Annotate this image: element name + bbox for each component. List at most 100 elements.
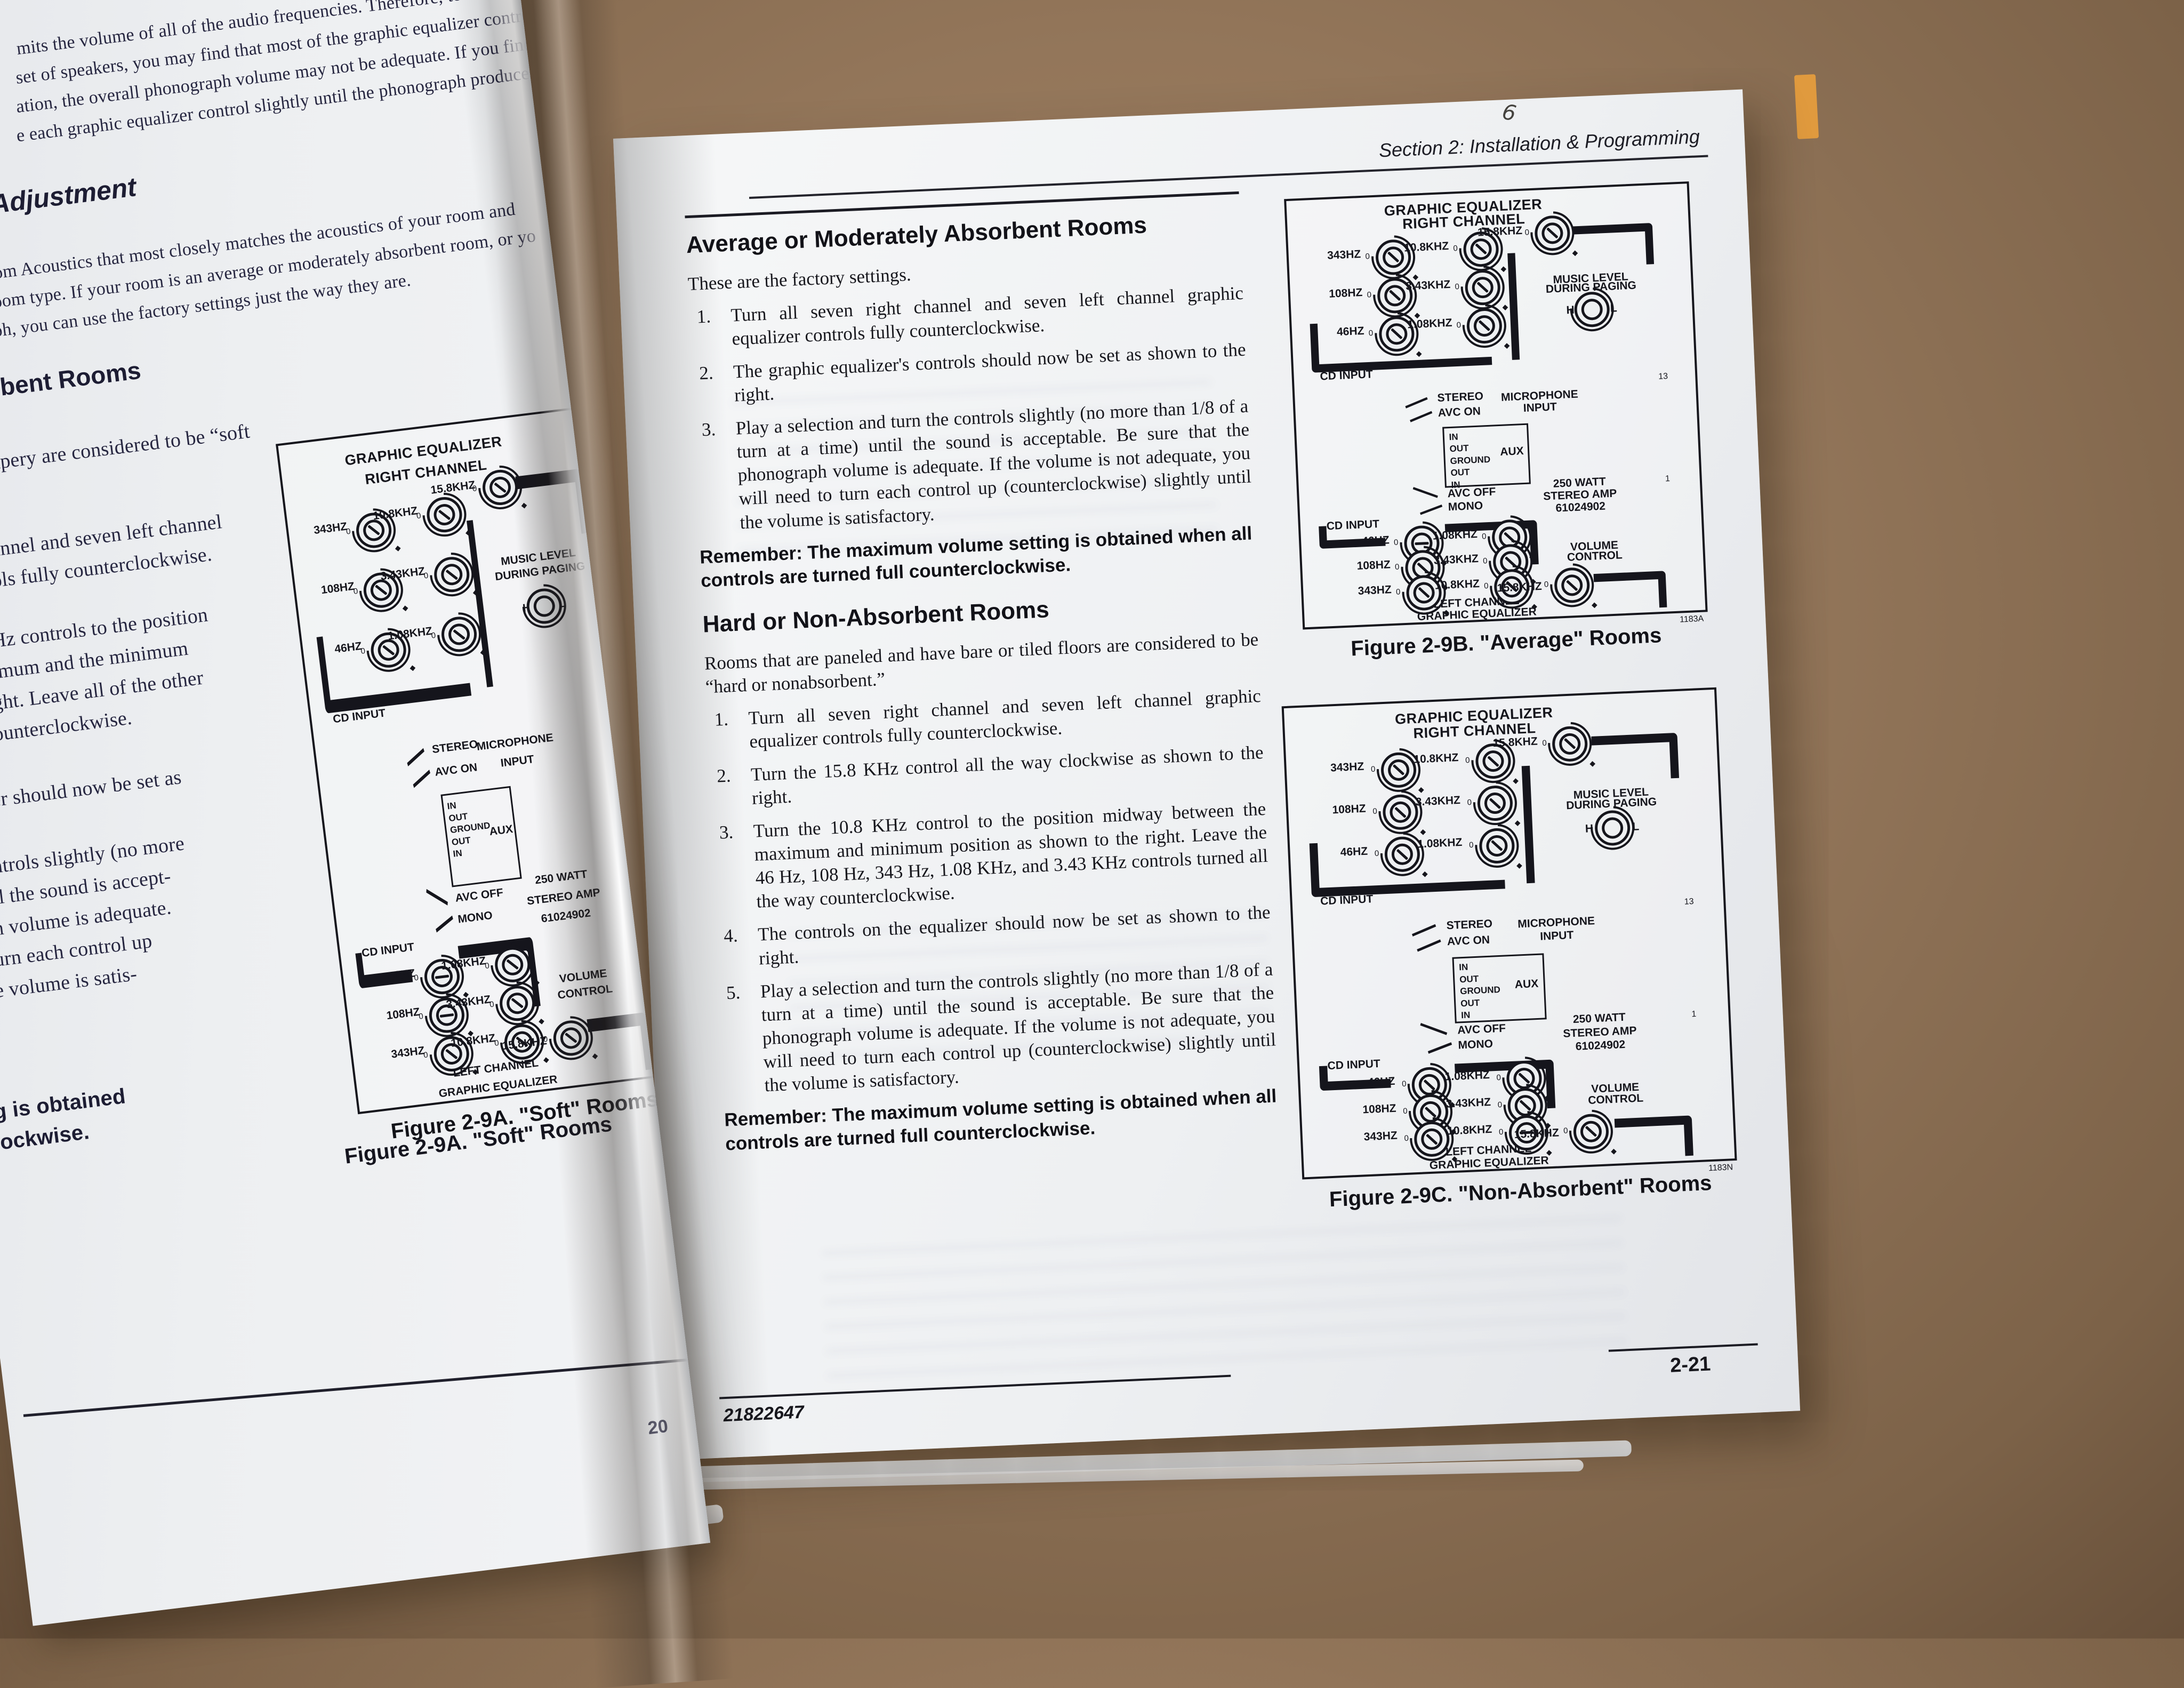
knob-slot-icon [1426,1133,1438,1145]
knob-max-mark: ◆ [1500,265,1507,274]
knob-screw-icon [559,1026,583,1050]
knob-min-mark: 0 [1404,1134,1409,1143]
knob-max-mark: ◆ [1592,601,1598,610]
music-level-knob-icon [1594,810,1631,846]
knob-frequency-label: 3.43KHZ [1446,1096,1491,1111]
reference-number: 1 [1665,474,1671,484]
knob-screw-icon [1412,581,1435,604]
knob-ring-icon [532,594,556,618]
knob-max-mark: ◆ [1572,249,1578,258]
knob-screw-icon [1482,750,1504,772]
diagram-label: AVC ON [1447,933,1490,948]
footer-rule [719,1375,1231,1399]
knob-min-mark: 0 [1499,1127,1504,1137]
knob-screw-icon [1390,801,1412,823]
eq-knob-r15.8-icon: 0◆ [1534,215,1571,252]
photo-scene: mits the volume of all of the audio freq… [0,0,2184,1638]
knob-min-mark: 0 [1524,228,1529,237]
eq-knob-l15.8-icon: 0◆ [1554,567,1591,604]
knob-min-mark: 0 [1467,798,1472,807]
knob-frequency-label: 46HZ [1337,325,1364,339]
knob-min-mark: 0 [1368,329,1373,338]
text-column: Average or Moderately Absorbent Rooms Th… [685,191,1281,1174]
handwritten-mark: 6 [1500,100,1518,126]
knob-frequency-label: 15.8KHZ [1478,225,1523,239]
eq-knob-r108-icon: 0◆ [1382,794,1419,831]
knob-max-mark: ◆ [480,648,487,658]
knob-min-mark: 0 [1394,538,1399,547]
knob-max-mark: ◆ [521,501,528,510]
knob-min-mark: 0 [1544,580,1549,589]
knob-frequency-label: 46HZ [1362,534,1390,548]
knob-screw-icon [1391,843,1414,866]
knob-max-mark: ◆ [1422,870,1428,879]
diagram-label: INPUT [1540,929,1574,943]
left-page: mits the volume of all of the audio freq… [0,0,710,1626]
knob-screw-icon [1484,793,1506,815]
diagram-label: MONO [1458,1038,1493,1052]
eq-knob-l343-icon: 0◆ [1414,1121,1450,1158]
knob-min-mark: 0 [1465,756,1470,765]
section-heading: Average or Moderately Absorbent Rooms [686,208,1241,259]
section-heading-fragment: Adjustment [0,171,138,220]
section-heading-fragment: rbent Rooms [0,356,142,403]
knob-max-mark: ◆ [1513,777,1519,786]
diagram-label: 61024902 [1555,500,1605,515]
diagram-label: INPUT [1523,401,1557,415]
knob-slot-icon [507,959,519,970]
knob-frequency-label: 343HZ [1327,248,1361,262]
document-code: 21822647 [723,1402,805,1427]
knob-max-mark: ◆ [465,528,472,538]
knob-screw-icon [488,476,512,500]
knob-max-mark: ◆ [1504,341,1510,350]
knob-max-mark: ◆ [1416,349,1422,358]
knob-slot-icon [565,1033,577,1043]
knob-slot-icon [1546,227,1559,238]
knob-min-mark: 0 [1456,321,1461,330]
knob-min-mark: 0 [1542,738,1547,747]
reference-number: 13 [1684,897,1694,907]
diagram-label: MONO [1448,500,1483,514]
knob-slot-icon [1425,1106,1437,1117]
music-level-knob-icon [525,586,564,626]
running-header: Section 2: Installation & Programming [1378,125,1700,162]
knob-slot-icon [494,482,507,493]
bleed-through [822,1215,1626,1378]
list-number: 1. [696,305,711,329]
diagram-label: CD INPUT [1320,893,1374,908]
knob-screw-icon [505,991,529,1015]
knob-frequency-label: 46HZ [1367,1075,1395,1089]
knob-slot-icon [1520,1100,1532,1111]
knob-slot-icon [1393,764,1405,775]
list-number: 2. [716,764,731,788]
knob-min-mark: 0 [1484,581,1489,590]
knob-min-mark: 0 [1403,1107,1408,1116]
knob-max-mark: ◆ [410,663,416,673]
knob-max-mark: ◆ [1502,303,1508,312]
knob-slot-icon [1418,587,1430,598]
knob-slot-icon [1489,798,1501,809]
knob-ring-icon [1581,298,1603,321]
knob-slot-icon [1479,320,1491,331]
diagram-label: 61024902 [1575,1038,1625,1053]
eq-knob-r46-icon: 0◆ [1384,836,1421,873]
eq-knob-r3.43-icon: 0◆ [1464,269,1501,306]
knob-frequency-label: 1.08KHZ [1432,528,1478,543]
knob-screw-icon [1472,276,1494,299]
knob-screw-icon [1385,323,1408,345]
music-level-knob-icon [1573,291,1610,328]
knob-max-mark: ◆ [1546,1148,1553,1157]
book-cover-edge [1794,74,1819,139]
reference-number: 1 [1691,1010,1697,1019]
knob-slot-icon [1388,290,1401,301]
knob-frequency-label: 3.43KHZ [1433,553,1479,567]
knob-slot-icon [1387,251,1399,262]
knob-screw-icon [1559,733,1581,755]
list-text: Turn all seven right channel and seven l… [748,685,1262,752]
knob-screw-icon [447,623,471,647]
list-text: The controls on the equalizer should now… [758,902,1271,969]
